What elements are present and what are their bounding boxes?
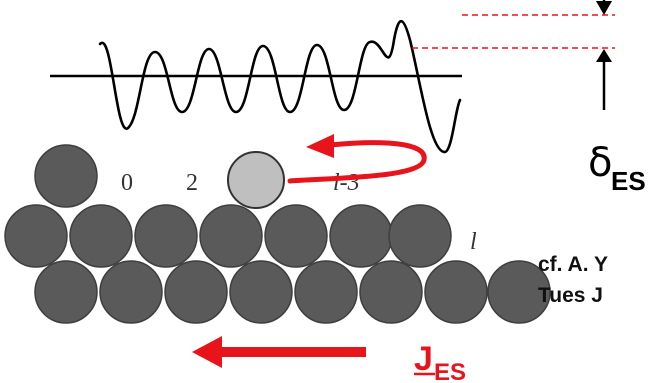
- up-arrow-icon: [596, 49, 612, 110]
- site-label-2: 2: [186, 170, 198, 196]
- current-label-subscript: ES: [434, 359, 466, 383]
- atom-bottom-row-atom: [294, 260, 358, 324]
- atom-middle-row-atom: [264, 204, 328, 268]
- atom-top-row-atom: [34, 144, 98, 208]
- atom-bottom-row-atom: [359, 260, 423, 324]
- atom-bottom-row-atom: [229, 260, 293, 324]
- delta-es-symbol: δ: [588, 140, 612, 186]
- citation-line-1: cf. A. Y: [538, 253, 608, 276]
- adatom: [227, 151, 285, 209]
- atom-middle-row-atom: [388, 204, 452, 268]
- atom-middle-row-atom: [199, 204, 263, 268]
- site-label-0: 0: [121, 170, 133, 196]
- atom-middle-row-atom: [329, 204, 393, 268]
- atom-bottom-row-atom: [34, 260, 98, 324]
- atom-middle-row-atom: [4, 204, 68, 268]
- hop-arrow: [287, 134, 427, 184]
- atom-bottom-row-atom: [424, 260, 488, 324]
- citation-line-2: Tues J: [538, 284, 603, 307]
- atom-lattice: [4, 144, 551, 324]
- site-label-l-minus-3: l-3: [333, 170, 360, 196]
- current-arrow: [192, 336, 366, 368]
- delta-es-subscript: ES: [611, 166, 646, 196]
- atom-middle-row-atom: [134, 204, 198, 268]
- site-label-l: l: [470, 229, 477, 255]
- down-arrow-icon: [596, 0, 612, 15]
- atom-middle-row-atom: [69, 204, 133, 268]
- atom-bottom-row-atom: [99, 260, 163, 324]
- atom-bottom-row-atom: [487, 260, 551, 324]
- atom-bottom-row-atom: [164, 260, 228, 324]
- potential-energy-curve: [98, 19, 462, 154]
- current-label-j: J: [414, 340, 433, 378]
- current-arrowhead-icon: [192, 336, 222, 368]
- hop-arrowhead-icon: [306, 134, 334, 158]
